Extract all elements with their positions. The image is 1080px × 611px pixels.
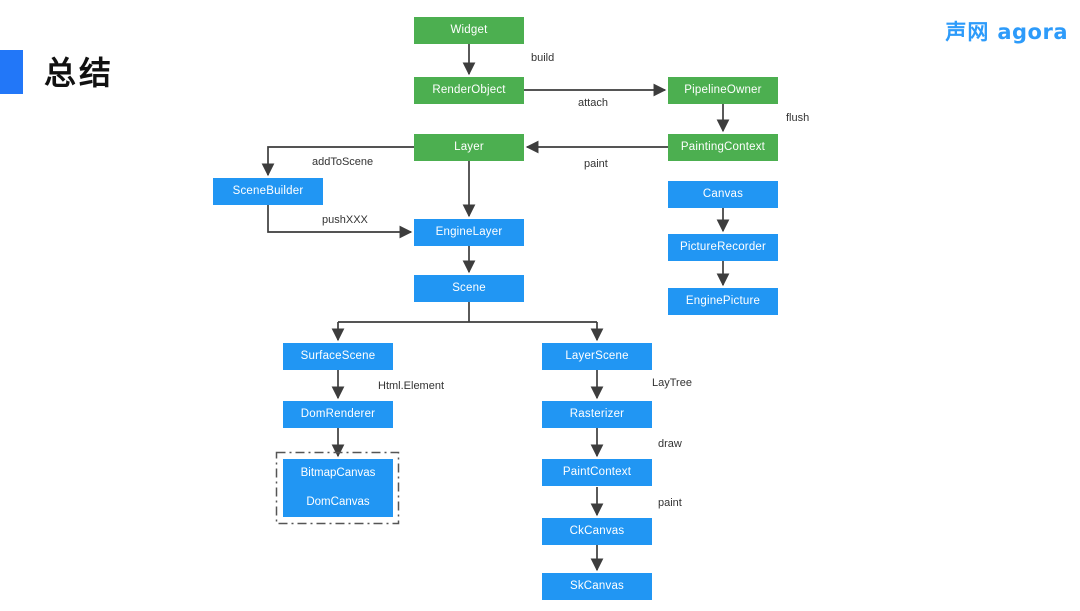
node-skcanvas: SkCanvas [542,573,652,600]
node-layerscene: LayerScene [542,343,652,370]
node-renderobject: RenderObject [414,77,524,104]
edge-label-pushxxx: pushXXX [322,214,368,226]
arrow-layer-to-scenebuilder [261,146,414,177]
dashed-group-border [275,451,400,525]
edge-label-attach: attach [578,97,608,109]
node-scenebuilder: SceneBuilder [213,178,323,205]
node-ckcanvas: CkCanvas [542,518,652,545]
title-accent-bar [0,50,23,94]
node-enginepicture: EnginePicture [668,288,778,315]
node-rasterizer: Rasterizer [542,401,652,428]
node-domcanvas: DomCanvas [306,496,370,508]
node-canvas: Canvas [668,181,778,208]
node-bitmapcanvas: BitmapCanvas [300,467,376,479]
node-scene: Scene [414,275,524,302]
page-title: 总结 [44,55,115,91]
node-layer: Layer [414,134,524,161]
node-widget: Widget [414,17,524,44]
node-picturerecorder: PictureRecorder [668,234,778,261]
edge-label-htmlelement: Html.Element [378,380,445,392]
node-domrenderer: DomRenderer [283,401,393,428]
edge-label-draw: draw [658,438,682,450]
edge-label-laytree: LayTree [652,377,692,389]
arrow-scenebuilder-to-enginelayer [267,205,413,239]
edge-label-build: build [531,52,555,64]
agora-logo-cn: 声网 [945,21,990,44]
agora-logo-en: agora [997,20,1068,44]
node-enginelayer: EngineLayer [414,219,524,246]
node-pipelineowner: PipelineOwner [668,77,778,104]
edge-label-flush: flush [786,112,810,124]
node-paintcontext: PaintContext [542,459,652,486]
edge-label-paint-layer: paint [584,158,608,170]
node-paintingcontext: PaintingContext [668,134,778,161]
edge-label-paint-ck: paint [658,497,682,509]
agora-logo: 声网 agora [945,16,1068,46]
node-bitmap-dom-canvas-group: BitmapCanvas DomCanvas [283,459,393,517]
edge-label-addtoscene: addToScene [312,156,374,168]
node-surfacescene: SurfaceScene [283,343,393,370]
